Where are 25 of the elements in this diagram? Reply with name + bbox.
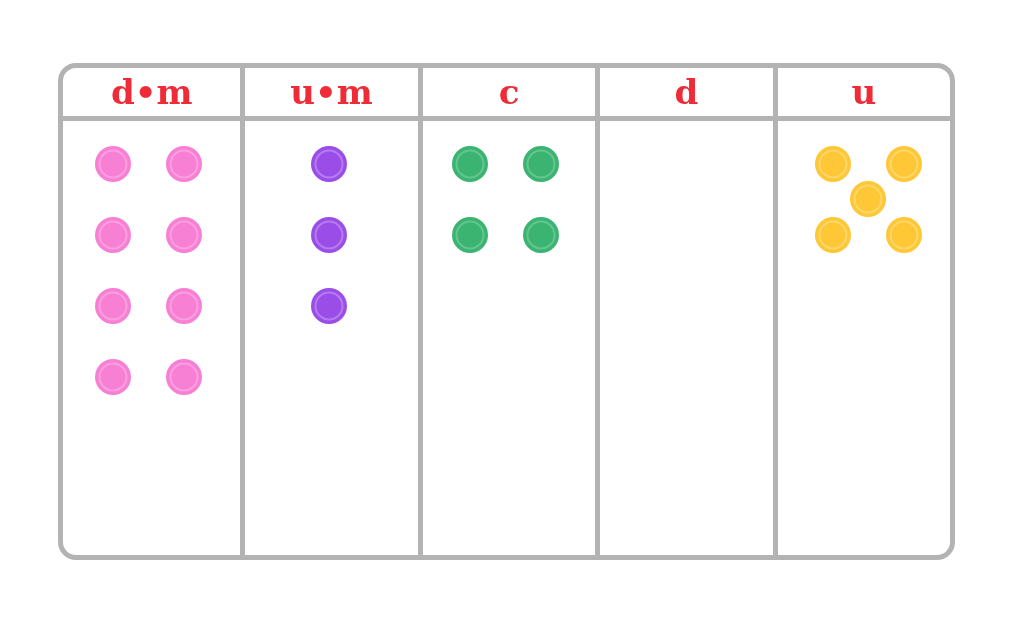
counter-icon bbox=[166, 359, 202, 395]
counter-icon bbox=[166, 288, 202, 324]
counter-icon bbox=[311, 217, 347, 253]
counter-icon bbox=[95, 288, 131, 324]
counter-icon bbox=[815, 146, 851, 182]
counter-icon bbox=[311, 288, 347, 324]
counter-icon bbox=[166, 217, 202, 253]
counter-icon bbox=[523, 146, 559, 182]
column-heading: c bbox=[498, 72, 520, 112]
counter-icon bbox=[166, 146, 202, 182]
counter-icon bbox=[95, 146, 131, 182]
counter-icon bbox=[815, 217, 851, 253]
counter-icon bbox=[850, 181, 886, 217]
counter-icon bbox=[886, 146, 922, 182]
counter-icon bbox=[886, 217, 922, 253]
counter-icon bbox=[452, 146, 488, 182]
column-heading: d•m bbox=[110, 72, 193, 112]
counter-icon bbox=[311, 146, 347, 182]
counter-icon bbox=[95, 217, 131, 253]
counter-icon bbox=[452, 217, 488, 253]
counter-icon bbox=[523, 217, 559, 253]
column-heading: u•m bbox=[290, 72, 373, 112]
column-heading: d bbox=[674, 72, 699, 112]
column-heading: u bbox=[851, 72, 877, 112]
counter-icon bbox=[95, 359, 131, 395]
